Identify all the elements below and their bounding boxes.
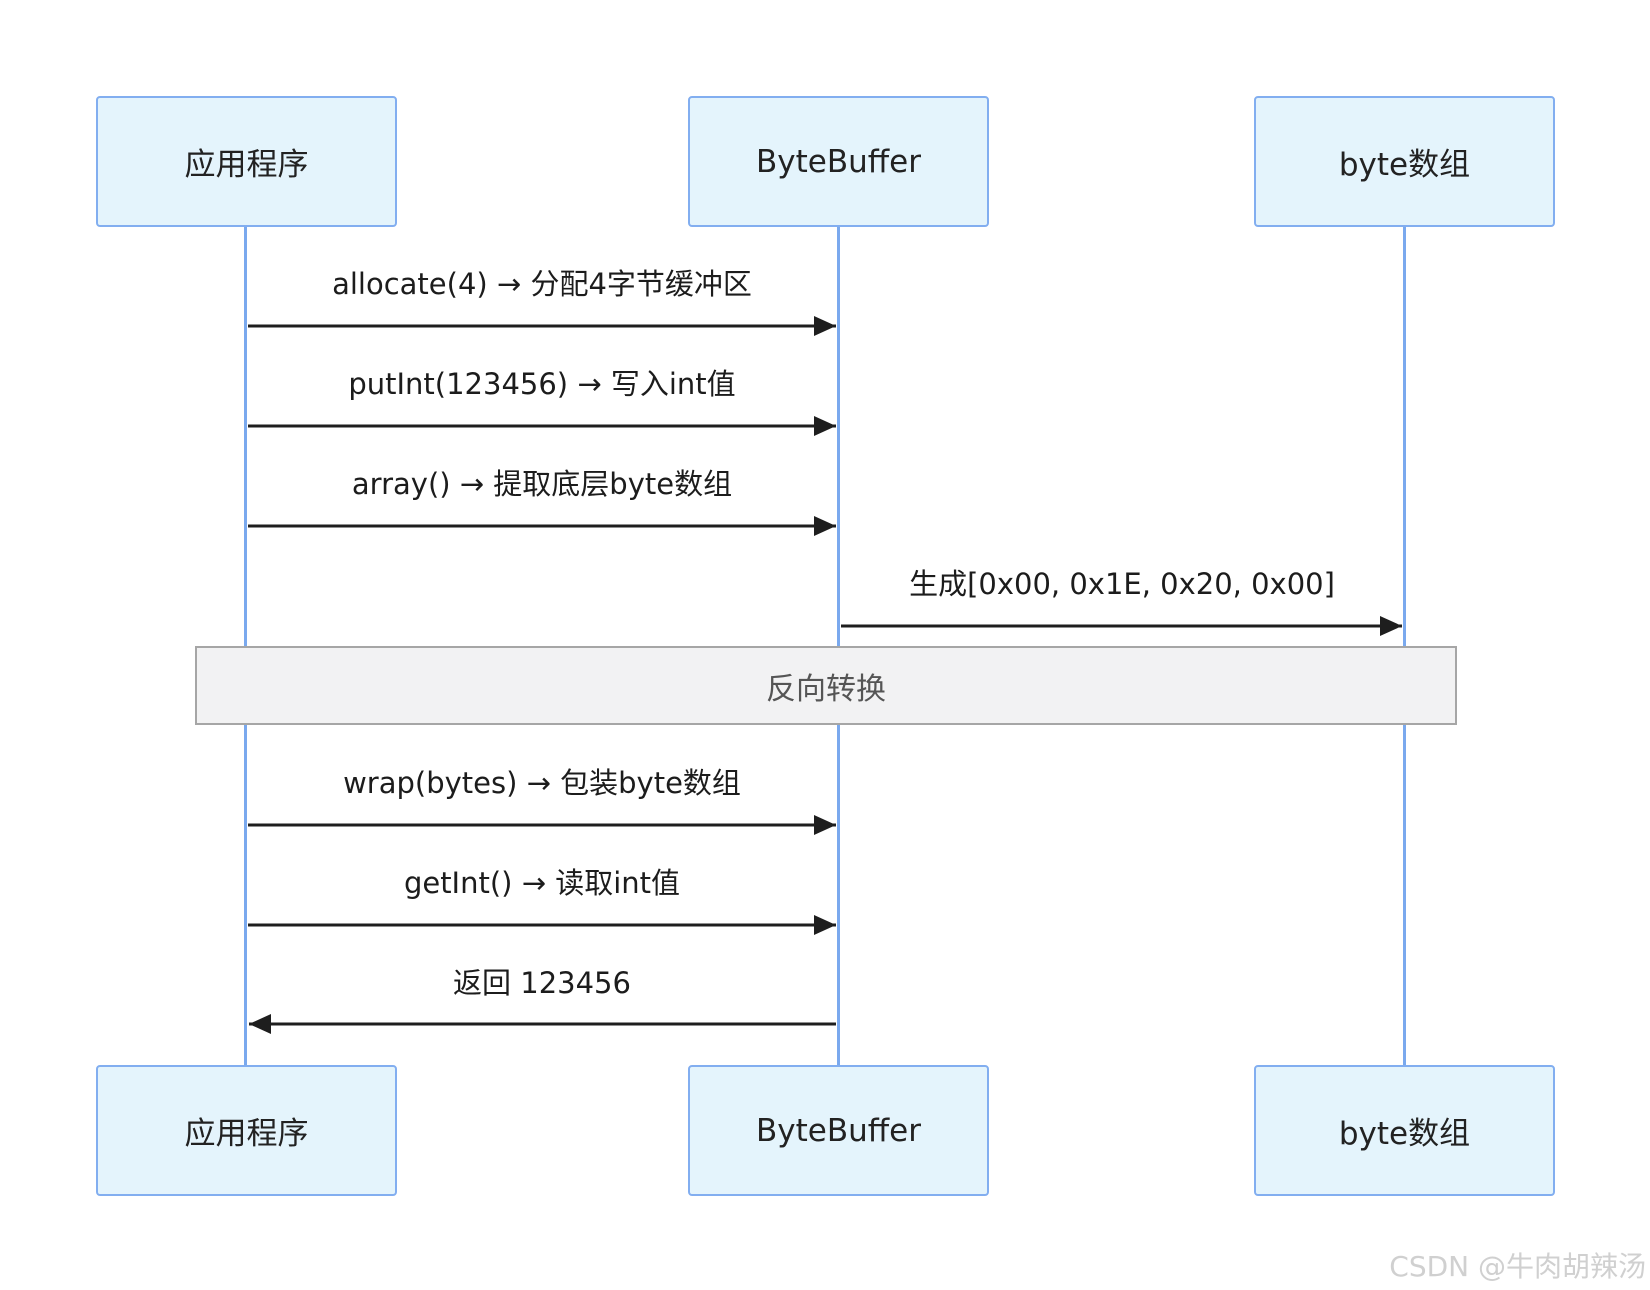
message-label-wrap: wrap(bytes) → 包装byte数组: [343, 766, 741, 800]
arrowhead-getint: [814, 915, 836, 935]
message-label-return: 返回 123456: [453, 966, 631, 1000]
message-label-allocate: allocate(4) → 分配4字节缓冲区: [332, 267, 752, 301]
actor-label: byte数组: [1338, 147, 1471, 183]
actor-byte-array-top: byte数组: [1254, 96, 1555, 227]
note-reverse-conversion: 反向转换: [195, 646, 1457, 725]
watermark: CSDN @牛肉胡辣汤: [1389, 1250, 1646, 1283]
arrowhead-array: [814, 516, 836, 536]
actor-label: ByteBuffer: [756, 1112, 921, 1149]
message-label-getint: getInt() → 读取int值: [403, 866, 681, 900]
message-label-putint: putInt(123456) → 写入int值: [348, 367, 736, 401]
actor-app-bottom: 应用程序: [96, 1065, 397, 1196]
actor-label: 应用程序: [184, 147, 309, 183]
arrowhead-wrap: [814, 815, 836, 835]
arrowhead-return: [249, 1014, 271, 1034]
actor-label: 应用程序: [184, 1116, 309, 1152]
arrowhead-putint: [814, 416, 836, 436]
actor-bytebuffer-bottom: ByteBuffer: [688, 1065, 989, 1196]
arrowhead-allocate: [814, 316, 836, 336]
message-label-generate: 生成[0x00, 0x1E, 0x20, 0x00]: [909, 567, 1335, 601]
message-label-array: array() → 提取底层byte数组: [351, 467, 733, 501]
actor-label: ByteBuffer: [756, 143, 921, 180]
actor-label: byte数组: [1338, 1116, 1471, 1152]
arrowhead-generate: [1380, 616, 1402, 636]
note-label: 反向转换: [766, 671, 886, 707]
actor-app-top: 应用程序: [96, 96, 397, 227]
actor-byte-array-bottom: byte数组: [1254, 1065, 1555, 1196]
actor-bytebuffer-top: ByteBuffer: [688, 96, 989, 227]
